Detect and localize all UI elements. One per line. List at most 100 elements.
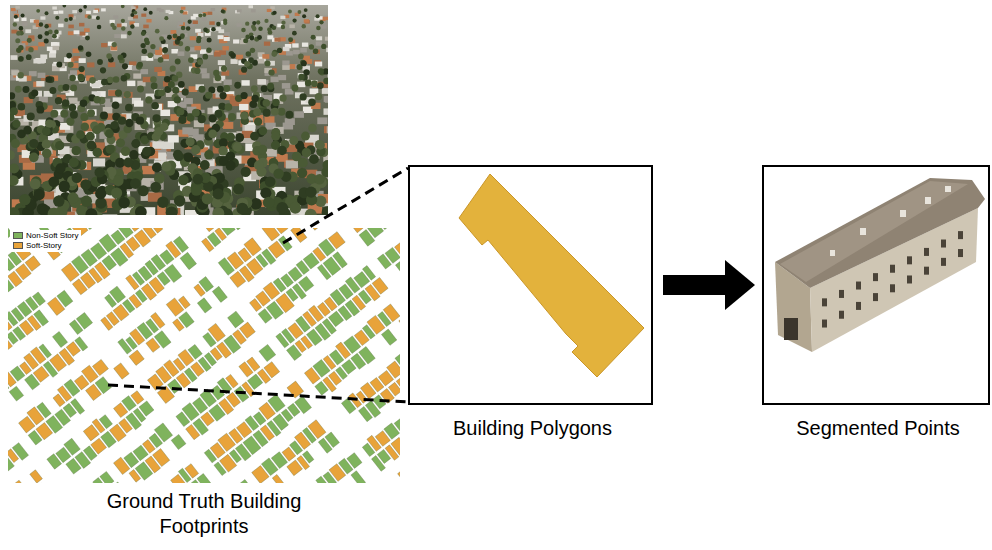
tree [200,160,210,170]
tree [202,13,206,17]
tree [313,48,318,53]
tree [245,22,249,26]
tree [315,93,322,100]
building-footprint [125,228,142,231]
tree [19,26,24,31]
rooftop [156,51,163,56]
tree [158,89,165,96]
windows [822,231,963,327]
tree [192,109,200,117]
rooftop [193,20,198,24]
legend-entry: Soft-Story [13,241,78,251]
tree [69,75,76,82]
tree [253,108,261,116]
tree [121,5,125,8]
tree [258,145,267,154]
tree [87,15,91,19]
tree [172,75,179,82]
tree [141,43,146,48]
polygon-shape [459,174,644,377]
building-footprint [350,228,363,233]
tree [130,178,141,189]
tree [230,53,236,59]
rooftop [38,42,44,46]
tree [97,59,103,65]
rooftop [74,30,80,34]
building-footprint [164,264,182,282]
rooftop [152,141,163,149]
point-cloud-building [775,178,985,352]
rooftop [140,69,148,74]
rooftop [162,54,169,59]
tree [83,5,87,9]
tree [55,16,59,20]
tree [309,154,319,164]
rooftop [86,11,91,14]
rooftop [237,9,242,12]
rooftop [29,71,37,76]
window [822,320,827,328]
building-footprint [99,415,112,429]
tree [178,116,186,124]
tree [205,92,212,99]
rooftop [236,55,243,60]
tree [316,140,325,149]
tree [314,174,325,185]
rooftop [84,28,90,32]
rooftop [202,17,207,20]
tree [213,188,224,199]
building-footprint [64,438,80,455]
tree [124,91,131,98]
tree [112,101,120,109]
tree [11,139,20,148]
rooftop [143,77,151,82]
tree [121,147,130,156]
tree [38,34,43,39]
tree [166,206,178,215]
rooftop [251,9,256,12]
tree [118,55,124,61]
rooftop [171,30,177,34]
tree [281,21,285,25]
tree [133,11,137,15]
tree [22,86,29,93]
rooftop [324,96,328,102]
building-footprint [308,420,326,439]
roof-vent [945,186,951,192]
tree [311,80,318,87]
tree [306,187,317,198]
rooftop [248,5,253,8]
legend-entry: Non-Soft Story [13,231,78,241]
tree [158,57,164,63]
rooftop [113,15,118,18]
building-footprint [197,474,213,483]
building-footprint [325,432,340,447]
rooftop [122,23,127,27]
tree [226,161,236,171]
tree [175,59,181,65]
legend-swatch [13,232,23,239]
rooftop [102,214,117,215]
tree [305,80,312,87]
building-footprint [351,471,366,483]
tree [78,75,85,82]
building-footprint [295,396,312,414]
tree [150,182,161,193]
tree [271,51,277,57]
rooftop [51,42,57,46]
tree [96,16,100,20]
map-blocks [8,228,400,483]
rooftop [321,25,327,29]
legend-swatch [13,242,23,249]
rooftop [202,73,210,78]
tree [151,102,159,110]
building-footprint [221,228,236,236]
tree [142,147,151,156]
rooftop [11,8,16,11]
tree [10,107,18,115]
rooftop [231,59,238,64]
tree [27,113,35,121]
tree [273,168,283,178]
tree [116,138,125,147]
rooftop [10,55,17,60]
